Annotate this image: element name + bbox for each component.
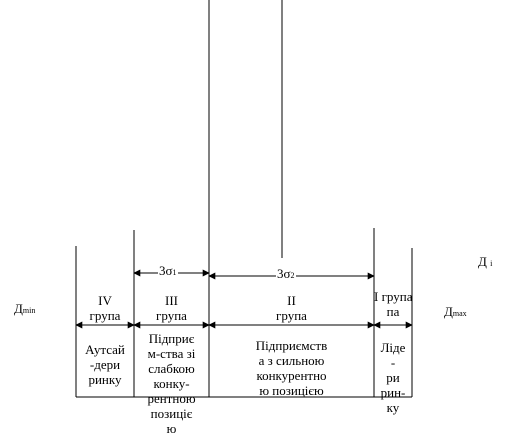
group3-title: III група [156, 293, 187, 323]
label-di: Д i [478, 254, 493, 269]
group1-desc: Ліде - ри рин- ку [380, 340, 406, 415]
group3-desc: Підприє м-ства зі слабкою конку- рентною… [147, 331, 196, 436]
group2-desc: Підприємств а з сильною конкурентно ю по… [255, 338, 328, 398]
label-dmax: Дmax [444, 304, 467, 319]
label-3sigma2: 3σ2 [276, 266, 296, 283]
group4-title: IV група [89, 293, 121, 323]
group2-title: II група [276, 293, 307, 323]
label-dmin: Дmin [14, 301, 36, 316]
diagram-lines [75, 0, 413, 398]
label-3sigma1: 3σ1 [158, 263, 178, 280]
group1-title: I група па [374, 289, 413, 319]
group4-desc: Аутсай -дери ринку [85, 342, 125, 387]
